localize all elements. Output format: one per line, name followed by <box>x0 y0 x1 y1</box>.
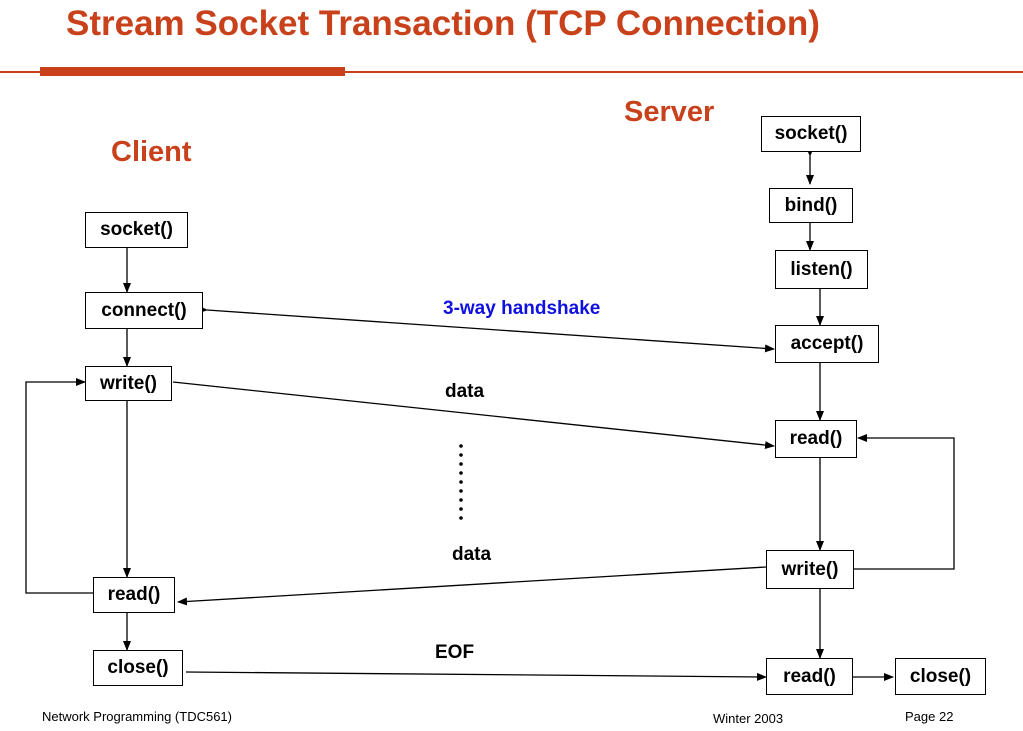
server-read-eof-box: read() <box>766 658 853 695</box>
handshake-label: 3-way handshake <box>443 298 601 319</box>
arrow-eof <box>185 671 767 681</box>
client-write-box: write() <box>85 366 172 401</box>
server-bind-box: bind() <box>769 188 853 223</box>
ellipsis-dots <box>459 444 463 520</box>
server-heading: Server <box>624 96 715 128</box>
arrow-handshake <box>197 305 775 353</box>
title-accent-bar <box>40 67 345 76</box>
client-heading: Client <box>111 136 192 168</box>
server-accept-box: accept() <box>775 325 879 363</box>
server-close-box: close() <box>895 658 986 695</box>
title-divider <box>0 71 1023 73</box>
client-socket-box: socket() <box>85 212 188 248</box>
slide-title: Stream Socket Transaction (TCP Connectio… <box>66 4 820 43</box>
client-read-box: read() <box>93 577 175 613</box>
arrow-client-loop <box>25 378 93 594</box>
arrow-data-server-to-client <box>177 566 767 606</box>
arrow-server-loop <box>854 434 955 570</box>
eof-label: EOF <box>435 642 475 663</box>
server-socket-box: socket() <box>761 116 861 152</box>
server-listen-box: listen() <box>775 250 868 289</box>
footer-term: Winter 2003 <box>713 711 784 726</box>
footer-course: Network Programming (TDC561) <box>42 709 232 724</box>
server-write-box: write() <box>766 550 854 589</box>
server-read-box: read() <box>775 420 857 458</box>
client-close-box: close() <box>93 650 183 686</box>
arrow-data-client-to-server <box>172 381 775 450</box>
data-label-top: data <box>445 381 485 402</box>
data-label-bottom: data <box>452 544 492 565</box>
footer-page-number: Page 22 <box>905 709 954 724</box>
client-connect-box: connect() <box>85 292 203 329</box>
